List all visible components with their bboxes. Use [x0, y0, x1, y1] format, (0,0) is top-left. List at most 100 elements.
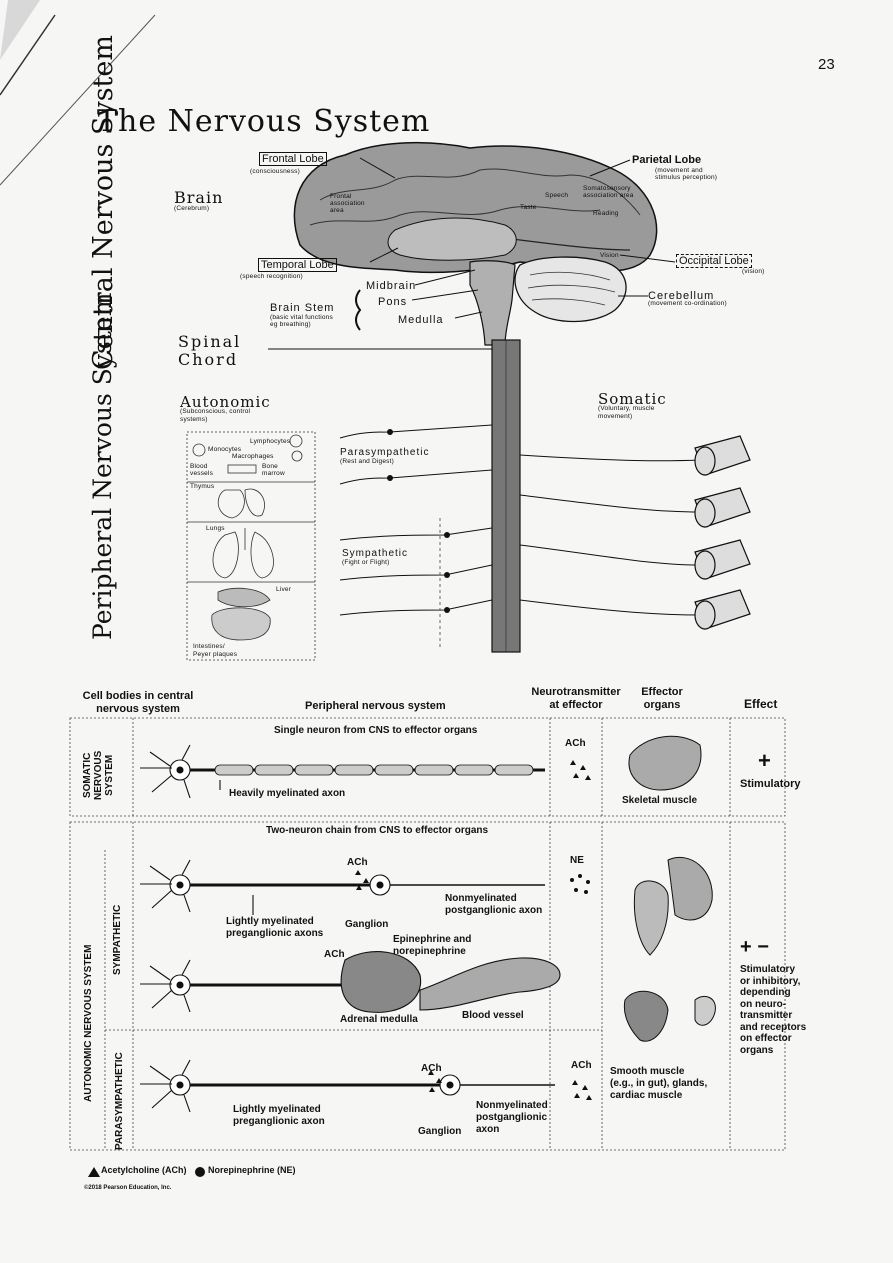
epinephrine-label: Epinephrine and norepinephrine — [393, 934, 471, 958]
auto-eff-7: on effector — [740, 1033, 792, 1044]
muscle-bundles — [694, 435, 751, 630]
frontal-association-label: Frontal association area — [330, 193, 365, 214]
sympathetic-side-label: SYMPATHETIC — [112, 904, 123, 975]
para-nt-label: ACh — [571, 1060, 592, 1071]
peyer-label: Peyer plaques — [193, 651, 238, 658]
effector-organ-art — [623, 735, 716, 1042]
sym-lightly-myelinated-label: Lightly myelinated preganglionic axons — [226, 916, 323, 940]
marrow-label: marrow — [262, 470, 285, 477]
para-lightly-2: preganglionic axon — [233, 1116, 325, 1127]
brain-label: Brain — [174, 188, 224, 207]
pons-label: Pons — [378, 296, 408, 308]
occipital-lobe-label: Occipital Lobe — [676, 254, 752, 268]
somatic-side-2: NERVOUS — [93, 750, 104, 800]
brainstem-label: Brain Stem — [270, 302, 335, 314]
auto-eff-2: or inhibitory, — [740, 975, 801, 987]
autonomic-sub2: systems) — [180, 416, 208, 423]
sym-nonmyelinated-1: Nonmyelinated — [445, 893, 517, 904]
epinephrine-1: Epinephrine and — [393, 934, 472, 945]
brain-sub: (Cerebrum) — [174, 205, 210, 212]
autonomic-effect-sign: + − — [740, 936, 769, 958]
header-neurotransmitter: Neurotransmitter at effector — [520, 686, 632, 712]
autonomic-effect: Stimulatory or inhibitory, depending on … — [740, 964, 806, 1056]
page-title: The Nervous System — [97, 104, 431, 139]
sym-lightly-2: preganglionic axons — [226, 928, 324, 939]
somatic-side-1: SOMATIC — [82, 752, 93, 799]
monocytes-label: Monocytes — [208, 446, 242, 453]
header-effector: Effector organs — [632, 686, 692, 712]
midbrain-label: Midbrain — [366, 280, 417, 292]
sym-ne-label: NE — [570, 855, 584, 866]
temporal-lobe-label: Temporal Lobe — [258, 258, 337, 272]
header-eff-line1: Effector — [641, 686, 683, 698]
bone-label: Bone — [262, 463, 278, 470]
para-non-3: axon — [476, 1124, 500, 1135]
somatosensory-label: Somatosensory association area — [583, 185, 634, 199]
macrophages-label: Macrophages — [232, 453, 274, 460]
sym-ganglion-label: Ganglion — [345, 919, 389, 930]
liver-label: Liver — [276, 586, 292, 593]
cerebellum-sub: (movement co-ordination) — [648, 300, 727, 307]
somatic-nerves — [519, 454, 701, 616]
somatic-axon-label: Heavily myelinated axon — [229, 788, 346, 799]
header-pns: Peripheral nervous system — [305, 700, 446, 712]
somatic-effect: Stimulatory — [740, 778, 801, 790]
organ-panel — [186, 431, 316, 661]
adrenal-ach-label: ACh — [324, 949, 345, 960]
header-eff-line2: organs — [643, 699, 681, 711]
brainstem-sub2: eg breathing) — [270, 321, 311, 328]
medulla-label: Medulla — [398, 314, 444, 326]
auto-eff-3: depending — [740, 987, 791, 998]
chord-label: Chord — [178, 350, 239, 369]
header-nt-line2: at effector — [549, 699, 603, 711]
parasympathetic-side-label: PARASYMPATHETIC — [114, 1052, 125, 1150]
neurotransmitter-marks — [88, 760, 592, 1177]
occipital-lobe-sub: (vision) — [742, 268, 765, 275]
brain-illustration — [293, 141, 658, 346]
somatic-sub1: (Voluntary, muscle — [598, 405, 655, 412]
header-cell-bodies-line2: nervous system — [96, 703, 180, 715]
copyright: ©2018 Pearson Education, Inc. — [84, 1185, 172, 1191]
vessels-label: vessels — [190, 470, 214, 477]
spinal-cord-illustration — [491, 339, 521, 653]
auto-eff-4: on neuro- — [740, 998, 787, 1010]
header-effect: Effect — [744, 697, 778, 711]
autonomic-side-label: AUTONOMIC NERVOUS SYSTEM — [83, 944, 94, 1102]
somatic-sub2: movement) — [598, 413, 633, 420]
adrenal-medulla-label: Adrenal medulla — [340, 1014, 418, 1025]
para-ganglion-label: Ganglion — [418, 1126, 462, 1137]
parasympathetic-sub: (Rest and Digest) — [340, 458, 394, 465]
somatic-row-title: Single neuron from CNS to effector organ… — [274, 725, 478, 736]
smooth-muscle-label: Smooth muscle (e.g., in gut), glands, ca… — [610, 1066, 707, 1102]
auto-eff-6: and receptors — [740, 1021, 807, 1033]
autonomic-row-title: Two-neuron chain from CNS to effector or… — [266, 825, 489, 836]
page-number: 23 — [818, 56, 835, 73]
para-lightly-1: Lightly myelinated — [233, 1104, 321, 1115]
somatic-side-label: SOMATIC NERVOUS SYSTEM — [82, 751, 115, 800]
header-cell-bodies-line1: Cell bodies in central — [82, 690, 194, 702]
parietal-lobe-label: Parietal Lobe — [632, 154, 702, 166]
lungs-label: Lungs — [206, 525, 225, 532]
sym-nonmyelinated-2: postganglionic axon — [445, 905, 543, 916]
header-nt-line1: Neurotransmitter — [531, 686, 621, 698]
parietal-lobe-sub1: (movement and — [655, 167, 703, 174]
autonomic-label: Autonomic — [180, 393, 271, 411]
smooth-3: cardiac muscle — [610, 1090, 683, 1101]
pns-section-label: Peripheral Nervous System — [88, 292, 117, 640]
blood-label: Blood — [190, 463, 208, 470]
somatic-nt: ACh — [565, 738, 586, 749]
speech-area-label: Speech — [545, 192, 569, 199]
frontal-lobe-sub: (consciousness) — [250, 168, 300, 175]
para-nonmyelinated-label: Nonmyelinated postganglionic axon — [476, 1100, 548, 1136]
somatic-label: Somatic — [598, 390, 667, 408]
temporal-lobe-sub: (speech recognition) — [240, 273, 303, 280]
auto-eff-8: organs — [740, 1044, 774, 1056]
autonomic-sub1: (Subconscious, control — [180, 408, 251, 415]
intestines-label: Intestines/ — [193, 643, 225, 650]
para-lightly-myelinated-label: Lightly myelinated preganglionic axon — [233, 1104, 325, 1128]
sympathetic-label: Sympathetic — [342, 548, 409, 559]
blood-vessel-label: Blood vessel — [462, 1010, 524, 1021]
auto-eff-5: transmitter — [740, 1010, 793, 1021]
epinephrine-2: norepinephrine — [393, 946, 466, 957]
